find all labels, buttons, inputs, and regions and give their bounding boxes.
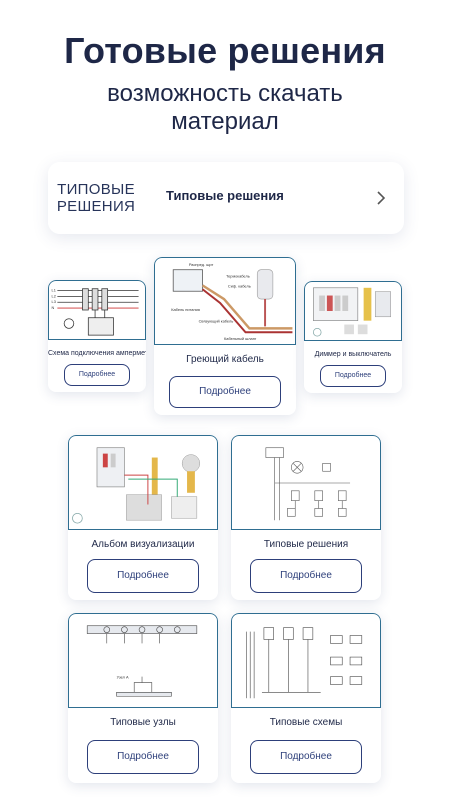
thumb-text: N: [52, 306, 55, 310]
card-label: Типовые решения: [263, 539, 349, 550]
thumb-text: Кабельный шланг: [224, 336, 257, 341]
card-label: Типовые схемы: [269, 717, 343, 728]
card-label: Схема подключения амперметра: [48, 350, 146, 357]
card-typical-schemes[interactable]: Типовые схемы Подробнее: [231, 613, 381, 783]
thumb-text: L1: [52, 289, 56, 293]
card-visualization-album[interactable]: Альбом визуализации Подробнее: [68, 435, 218, 600]
card-label: Типовые узлы: [110, 717, 176, 728]
details-button[interactable]: Подробнее: [169, 376, 281, 408]
details-button[interactable]: Подробнее: [320, 365, 386, 387]
logo-line-1: ТИПОВЫЕ: [57, 181, 135, 198]
thumb-text: L3: [52, 300, 56, 304]
card-typical-solutions[interactable]: Типовые решения Подробнее: [231, 435, 381, 600]
logo-line-2: РЕШЕНИЯ: [56, 198, 136, 215]
chevron-right-icon: [377, 191, 386, 205]
subtitle-line-1: возможность скачать: [107, 80, 343, 107]
thumb-text: Кабель питания: [171, 307, 200, 312]
thumb-text: Распред. щит: [189, 262, 214, 267]
typical-solution-diagram-icon: [231, 435, 381, 530]
page-title: Готовые решения: [64, 30, 386, 71]
typical-nodes-diagram-icon: Узел А: [68, 613, 218, 708]
ammeter-diagram-icon: L1 L2 L3 N: [48, 280, 146, 340]
banner-label: Типовые решения: [166, 188, 284, 203]
thumb-text: Сиф. кабель: [228, 283, 251, 288]
visualization-album-icon: [68, 435, 218, 530]
typical-solutions-banner[interactable]: ТИПОВЫЕ РЕШЕНИЯ Типовые решения: [48, 162, 404, 234]
card-label: Альбом визуализации: [91, 539, 195, 550]
heating-cable-diagram-icon: Распред. щит Термокабель Сиф. кабель Каб…: [154, 257, 296, 345]
typical-solutions-logo: ТИПОВЫЕ РЕШЕНИЯ: [48, 162, 144, 234]
typical-schemes-diagram-icon: [231, 613, 381, 708]
thumb-text: Узел А: [117, 675, 129, 680]
details-button[interactable]: Подробнее: [250, 559, 362, 593]
thumb-text: Термокабель: [226, 274, 250, 279]
details-button[interactable]: Подробнее: [87, 559, 199, 593]
dimmer-diagram-icon: [304, 281, 402, 341]
card-label: Греющий кабель: [186, 354, 264, 365]
card-dimmer[interactable]: Диммер и выключатель Подробнее: [304, 281, 402, 393]
card-ammeter-scheme[interactable]: L1 L2 L3 N Схема подключения амперметра …: [48, 280, 146, 392]
thumb-text: Связующий кабель: [199, 319, 234, 324]
card-label: Диммер и выключатель: [314, 351, 392, 358]
card-heating-cable[interactable]: Распред. щит Термокабель Сиф. кабель Каб…: [154, 257, 296, 415]
details-button[interactable]: Подробнее: [87, 740, 199, 774]
details-button[interactable]: Подробнее: [64, 364, 130, 386]
page-subtitle: возможность скачать материал: [0, 80, 450, 136]
subtitle-line-2: материал: [171, 108, 279, 135]
details-button[interactable]: Подробнее: [250, 740, 362, 774]
card-typical-nodes[interactable]: Узел А Типовые узлы Подробнее: [68, 613, 218, 783]
thumb-text: L2: [52, 294, 56, 298]
